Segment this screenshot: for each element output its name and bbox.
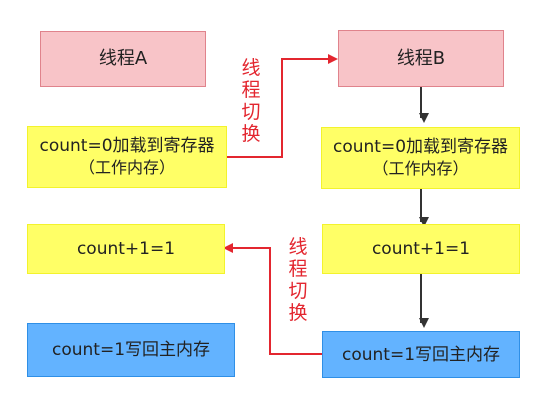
thread-b-increment-label: count+1=1 (371, 239, 471, 259)
switch-label-bottom: 线 程 切 换 (286, 236, 310, 324)
thread-b-load-line2: （工作内存） (372, 159, 469, 178)
switch-label-top-char: 切 (241, 101, 261, 123)
thread-a-load-line1: count=0加载到寄存器 (39, 136, 215, 156)
thread-b-box: 线程B (338, 30, 504, 87)
switch-label-top-char: 线 (241, 57, 261, 79)
switch-arrow-b-to-a (223, 243, 322, 355)
switch-label-top-char: 换 (241, 123, 261, 145)
thread-b-label: 线程B (396, 47, 446, 69)
thread-a-increment-label: count+1=1 (76, 239, 176, 259)
thread-a-load-line2: （工作内存） (78, 158, 175, 177)
switch-label-top: 线 程 切 换 (239, 57, 263, 145)
switch-label-bottom-char: 切 (288, 280, 308, 302)
thread-b-writeback-label: count=1写回主内存 (341, 344, 501, 365)
thread-a-writeback-box: count=1写回主内存 (27, 323, 235, 377)
switch-label-top-char: 程 (241, 79, 261, 101)
switch-label-bottom-char: 程 (288, 258, 308, 280)
switch-label-bottom-char: 线 (288, 236, 308, 258)
thread-b-load-box: count=0加载到寄存器 （工作内存） (321, 127, 520, 189)
switch-arrow-a-to-b (227, 54, 338, 158)
thread-a-label: 线程A (98, 48, 148, 69)
thread-b-writeback-box: count=1写回主内存 (322, 331, 520, 378)
thread-b-load-line1: count=0加载到寄存器 (332, 137, 509, 157)
thread-b-increment-box: count+1=1 (322, 224, 520, 274)
thread-a-increment-box: count+1=1 (27, 224, 225, 274)
thread-a-load-box: count=0加载到寄存器 （工作内存） (27, 126, 227, 188)
thread-a-writeback-label: count=1写回主内存 (51, 340, 211, 360)
thread-a-box: 线程A (40, 31, 206, 87)
switch-label-bottom-char: 换 (288, 302, 308, 324)
